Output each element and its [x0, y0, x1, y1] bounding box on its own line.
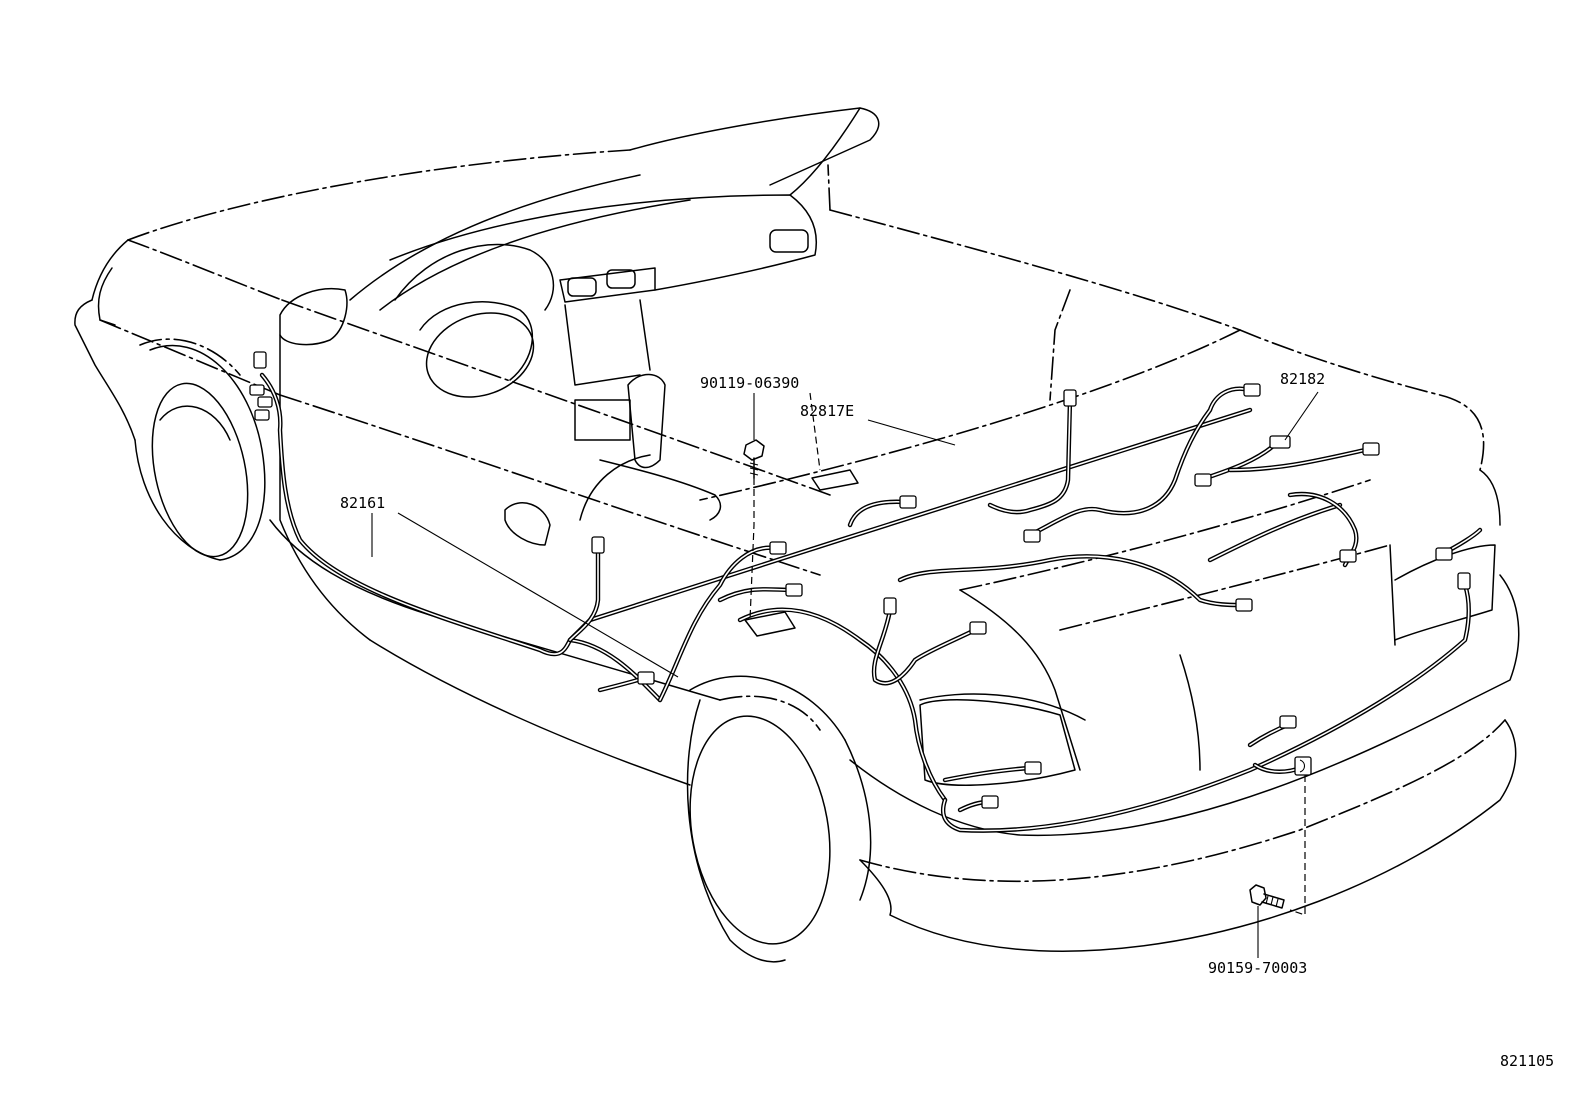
- connector: [1063, 389, 1077, 407]
- connector: [769, 541, 787, 555]
- wire-harness-rear-deck: [987, 386, 1368, 568]
- connector: [899, 495, 917, 509]
- connector: [1279, 715, 1297, 729]
- connector: [785, 583, 803, 597]
- connector: [591, 536, 605, 554]
- connector: [1457, 572, 1471, 590]
- connector: [1023, 529, 1041, 543]
- connector: [253, 351, 267, 369]
- label-90159-70003: 90159-70003: [1208, 959, 1307, 977]
- label-90119-06390: 90119-06390: [700, 374, 799, 392]
- part-labels: 90119-06390 82817E 82182 82161 90159-700…: [340, 370, 1554, 1070]
- connector: [1269, 435, 1291, 449]
- wire-harness-left-side: [259, 372, 1253, 703]
- connector: [1339, 549, 1357, 563]
- connector: [981, 795, 999, 809]
- connector: [883, 597, 897, 615]
- connector: [969, 621, 987, 635]
- label-82182: 82182: [1280, 370, 1325, 388]
- wire-harness-center: [717, 499, 1243, 803]
- connector: [1194, 473, 1212, 487]
- connector: [249, 384, 265, 396]
- connector: [254, 409, 270, 421]
- ground-plate: [744, 611, 796, 637]
- center-pad: [811, 469, 859, 491]
- connector-set: [249, 351, 1471, 809]
- connector: [257, 396, 273, 408]
- leader-lines: [371, 391, 1319, 958]
- connector: [1243, 383, 1261, 397]
- connector: [637, 671, 655, 685]
- bolt-icon-rear: [1249, 884, 1285, 909]
- connector-bracket: [1294, 756, 1312, 776]
- wire-harness-rear-bumper: [940, 527, 1483, 833]
- connector: [1235, 598, 1253, 612]
- figure-number: 821105: [1500, 1052, 1554, 1070]
- label-82161: 82161: [340, 494, 385, 512]
- connector: [1362, 442, 1380, 456]
- bolt-icon-center: [743, 439, 765, 479]
- car-body-outline: [74, 107, 1520, 963]
- label-82817E: 82817E: [800, 402, 854, 420]
- connector: [1435, 547, 1453, 561]
- connector: [1024, 761, 1042, 775]
